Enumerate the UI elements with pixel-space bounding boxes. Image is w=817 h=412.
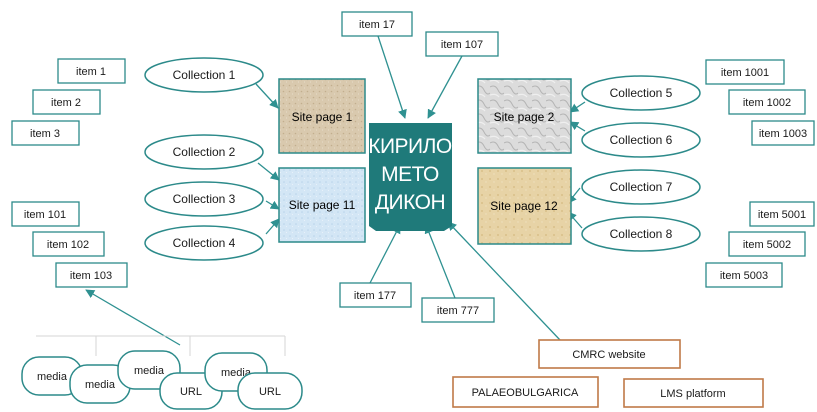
item-1-label: item 1 [76,66,106,78]
item-5002-label: item 5002 [743,239,791,251]
logo-line-1: КИРИЛО [368,135,452,158]
media-cluster-frame [36,335,286,356]
item-102-label: item 102 [47,239,89,251]
item-5003[interactable]: item 5003 [705,262,783,288]
item-1002-label: item 1002 [743,97,791,109]
site-page-12-label: Site page 12 [490,199,558,213]
collection-4[interactable]: Collection 4 [144,225,264,261]
lms-platform[interactable]: LMS platform [623,378,764,408]
item-1002[interactable]: item 1002 [728,89,806,115]
item-5001[interactable]: item 5001 [749,201,815,227]
item-3[interactable]: item 3 [11,120,80,146]
item-777-label: item 777 [437,305,479,317]
item-2-label: item 2 [51,97,81,109]
collection-1[interactable]: Collection 1 [144,57,264,93]
item-5003-label: item 5003 [720,270,768,282]
arrow-item777-to-logo [424,224,456,299]
cmrc-website[interactable]: CMRC website [538,339,681,369]
site-page-12[interactable]: Site page 12 [477,167,572,245]
item-177-label: item 177 [354,290,396,302]
item-103[interactable]: item 103 [55,262,128,288]
kirilometodikon-logo: КИРИЛО МЕТО ДИКОН [368,123,452,231]
collection-2-label: Collection 2 [173,145,236,159]
collection-8-label: Collection 8 [610,227,673,241]
arrow-collection6-to-site-page-2 [569,121,586,132]
collection-6-label: Collection 6 [610,133,673,147]
site-page-11[interactable]: Site page 11 [278,167,366,243]
arrow-media-to-item103 [85,289,181,346]
item-102[interactable]: item 102 [32,231,105,257]
item-1[interactable]: item 1 [57,58,126,84]
arrow-collection3-to-site-page-11 [265,200,280,210]
item-777[interactable]: item 777 [421,297,495,323]
url-node-1-label: URL [180,386,202,398]
item-1003[interactable]: item 1003 [751,120,815,146]
site-page-2[interactable]: Site page 2 [477,78,572,154]
arrow-item17-to-logo [377,35,407,119]
url-node-2-label: URL [259,386,281,398]
item-107[interactable]: item 107 [425,31,499,57]
site-page-2-label: Site page 2 [494,110,555,124]
url-node-2[interactable]: URL [237,372,303,410]
item-17-label: item 17 [359,19,395,31]
arrow-item107-to-logo [427,55,463,119]
media-node-3-label: media [134,365,165,377]
site-page-11-label: Site page 11 [289,198,356,212]
collection-5-label: Collection 5 [610,86,673,100]
logo-line-3: ДИКОН [375,191,445,214]
cmrc-website-label: CMRC website [572,349,645,361]
item-5001-label: item 5001 [758,209,806,221]
collection-2[interactable]: Collection 2 [144,134,264,170]
item-17[interactable]: item 17 [341,11,413,37]
media-node-1-label: media [37,371,68,383]
arrow-collection2-to-site-page-11 [257,162,280,181]
item-1003-label: item 1003 [759,128,807,140]
collection-3-label: Collection 3 [173,192,236,206]
palaeobulgarica[interactable]: PALAEOBULGARICA [452,376,599,408]
palaeobulgarica-label: PALAEOBULGARICA [472,387,579,399]
collection-3[interactable]: Collection 3 [144,181,264,217]
item-1001-label: item 1001 [721,67,769,79]
logo-line-2: МЕТО [381,163,439,186]
collection-8[interactable]: Collection 8 [581,216,701,252]
arrow-item177-to-logo [369,224,401,284]
collection-5[interactable]: Collection 5 [581,75,701,111]
item-177[interactable]: item 177 [339,282,412,308]
arrow-collection4-to-site-page-11 [265,218,280,235]
media-node-2[interactable]: media [69,364,131,404]
arrow-collection5-to-site-page-2 [569,101,586,113]
item-101[interactable]: item 101 [11,201,80,227]
lms-platform-label: LMS platform [660,388,725,400]
item-3-label: item 3 [30,128,60,140]
site-page-1-label: Site page 1 [292,110,353,124]
arrow-cmrc-to-logo [447,221,561,341]
collection-7-label: Collection 7 [610,180,673,194]
collection-7[interactable]: Collection 7 [581,169,701,205]
item-103-label: item 103 [70,270,112,282]
item-2[interactable]: item 2 [32,89,101,115]
site-page-1[interactable]: Site page 1 [278,78,366,154]
collection-4-label: Collection 4 [173,236,236,250]
arrow-collection1-to-site-page-1 [255,83,279,109]
item-107-label: item 107 [441,39,483,51]
item-101-label: item 101 [24,209,66,221]
media-node-1[interactable]: media [21,356,83,396]
item-1001[interactable]: item 1001 [705,59,785,85]
item-5002[interactable]: item 5002 [728,231,806,257]
collection-6[interactable]: Collection 6 [581,122,701,158]
collection-1-label: Collection 1 [173,68,236,82]
media-node-2-label: media [85,379,116,391]
